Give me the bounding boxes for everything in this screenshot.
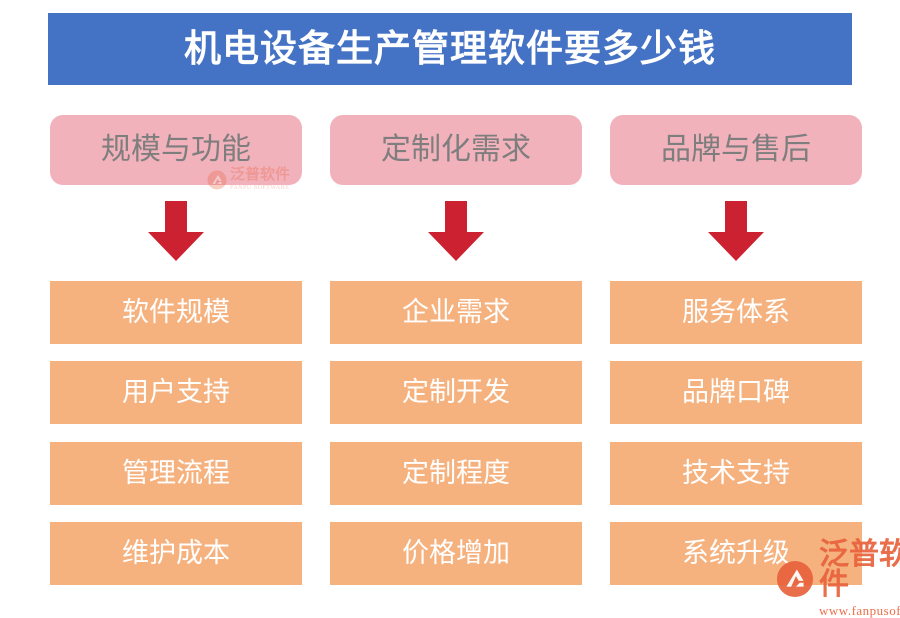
watermark-url: FANPU SOFTWARE (230, 185, 290, 191)
item-label: 定制程度 (402, 458, 510, 488)
category-label-1: 规模与功能 (101, 133, 251, 166)
item-label: 服务体系 (682, 297, 790, 327)
item-box[interactable]: 系统升级 (610, 522, 862, 585)
arrow-down-icon (428, 201, 484, 261)
item-box[interactable]: 定制开发 (330, 361, 582, 424)
item-label: 企业需求 (402, 297, 510, 327)
arrow-down-icon (708, 201, 764, 261)
diagram-title-banner: 机电设备生产管理软件要多少钱 (48, 13, 852, 85)
item-label: 维护成本 (122, 538, 230, 568)
item-box[interactable]: 管理流程 (50, 442, 302, 505)
category-label-3: 品牌与售后 (661, 133, 811, 166)
category-box-1[interactable]: 规模与功能 (50, 115, 302, 185)
item-box[interactable]: 用户支持 (50, 361, 302, 424)
diagram-canvas: 机电设备生产管理软件要多少钱 规模与功能 软件规模 用户支持 管理流程 维护成本… (48, 13, 900, 617)
item-box[interactable]: 软件规模 (50, 281, 302, 344)
item-label: 软件规模 (122, 297, 230, 327)
item-label: 价格增加 (402, 538, 510, 568)
item-box[interactable]: 服务体系 (610, 281, 862, 344)
category-label-2: 定制化需求 (381, 133, 531, 166)
item-box[interactable]: 维护成本 (50, 522, 302, 585)
category-box-2[interactable]: 定制化需求 (330, 115, 582, 185)
item-box[interactable]: 定制程度 (330, 442, 582, 505)
item-label: 用户支持 (122, 377, 230, 407)
item-box[interactable]: 价格增加 (330, 522, 582, 585)
item-box[interactable]: 企业需求 (330, 281, 582, 344)
category-box-3[interactable]: 品牌与售后 (610, 115, 862, 185)
item-label: 品牌口碑 (682, 377, 790, 407)
item-box[interactable]: 技术支持 (610, 442, 862, 505)
item-label: 定制开发 (402, 377, 510, 407)
item-label: 管理流程 (122, 458, 230, 488)
diagram-title: 机电设备生产管理软件要多少钱 (184, 28, 716, 70)
item-label: 系统升级 (682, 538, 790, 568)
item-box[interactable]: 品牌口碑 (610, 361, 862, 424)
arrow-down-icon (148, 201, 204, 261)
item-label: 技术支持 (682, 458, 790, 488)
watermark-url: www.fanpusoft.com (819, 603, 900, 618)
